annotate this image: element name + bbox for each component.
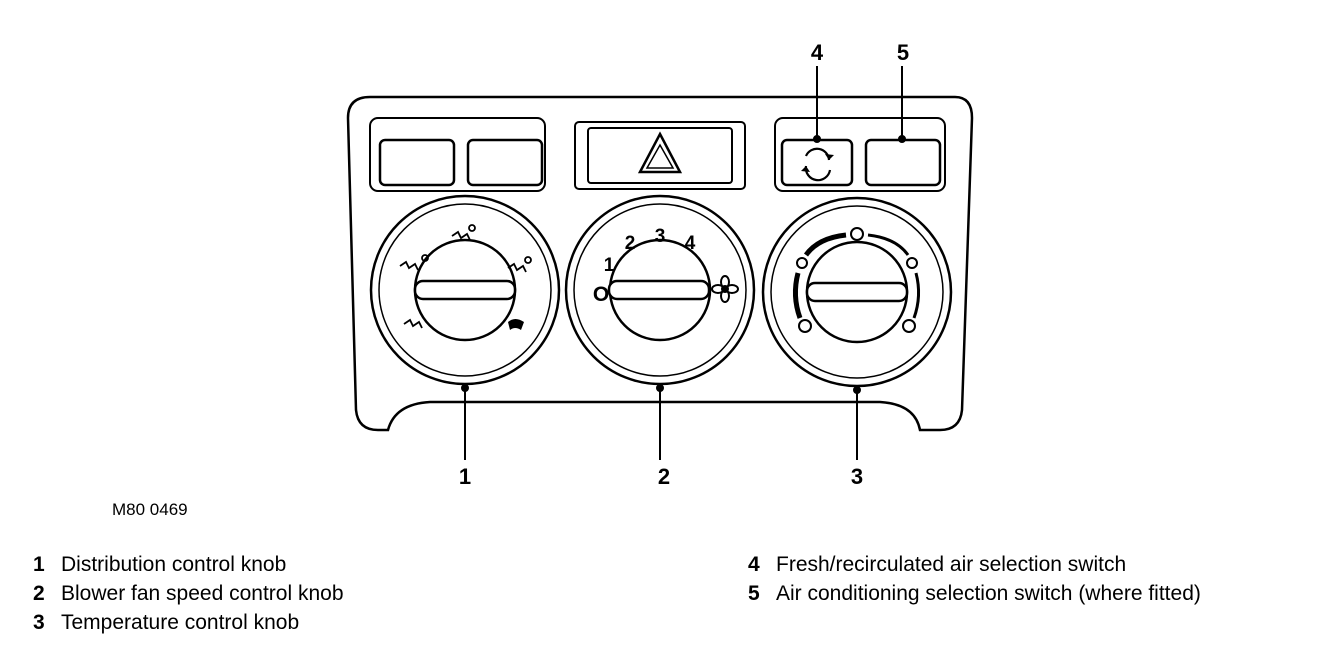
temperature-scale: [792, 227, 921, 333]
legend-item-4: 4 Fresh/recirculated air selection switch: [748, 550, 1201, 579]
figure-code: M80 0469: [112, 500, 188, 519]
left-switch-group: [369, 117, 546, 192]
legend-number: 2: [33, 582, 45, 605]
distribution-control-knob[interactable]: [369, 194, 561, 386]
legend-item-5: 5 Air conditioning selection switch (wher…: [748, 579, 1201, 608]
legend-item-2: 2 Blower fan speed control knob: [33, 579, 344, 608]
legend-item-3: 3 Temperature control knob: [33, 608, 344, 637]
legend-label: Air conditioning selection switch (where…: [776, 582, 1201, 605]
blower-speed-mark-3: 3: [655, 226, 666, 247]
knob-2-pointer: [607, 279, 711, 301]
legend-label: Distribution control knob: [61, 553, 287, 576]
callout-4: 4: [811, 40, 824, 65]
hazard-switch[interactable]: [574, 121, 746, 190]
air-conditioning-switch[interactable]: [864, 138, 942, 187]
hazard-triangle-icon: [637, 131, 683, 174]
callout-leaders: [461, 66, 906, 460]
legend-number: 4: [748, 553, 760, 576]
panel-bezel: [346, 95, 974, 432]
blower-off-mark: O: [593, 283, 609, 306]
knob-3-pointer: [805, 281, 909, 303]
callout-3: 3: [851, 464, 863, 489]
legend-label: Fresh/recirculated air selection switch: [776, 553, 1127, 576]
recirculation-icon: [801, 147, 834, 182]
windscreen-defrost-icon: [508, 319, 524, 330]
legend-label: Temperature control knob: [61, 611, 300, 634]
recirculation-switch[interactable]: [780, 138, 854, 187]
legend-label: Blower fan speed control knob: [61, 582, 344, 605]
blower-speed-mark-2: 2: [625, 233, 636, 254]
legend-right: 4 Fresh/recirculated air selection switch…: [748, 550, 1201, 608]
blank-switch-left-1[interactable]: [378, 138, 456, 187]
legend-item-1: 1 Distribution control knob: [33, 550, 344, 579]
legend-number: 1: [33, 553, 45, 576]
temperature-control-knob[interactable]: [761, 196, 953, 388]
airflow-arrows-icon: [399, 224, 532, 329]
blower-speed-mark-4: 4: [685, 233, 696, 254]
blower-speed-mark-1: 1: [604, 255, 615, 276]
blower-fan-speed-control-knob[interactable]: O 1 2 3 4: [564, 194, 756, 386]
fan-icon: [711, 275, 739, 303]
blank-switch-left-2[interactable]: [466, 138, 544, 187]
knob-1-pointer: [413, 279, 517, 301]
callout-1: 1: [459, 464, 471, 489]
legend-number: 3: [33, 611, 45, 634]
legend-number: 5: [748, 582, 760, 605]
callout-2: 2: [658, 464, 670, 489]
legend-left: 1 Distribution control knob 2 Blower fan s…: [33, 550, 344, 637]
callout-5: 5: [897, 40, 909, 65]
right-switch-group: [774, 117, 946, 192]
